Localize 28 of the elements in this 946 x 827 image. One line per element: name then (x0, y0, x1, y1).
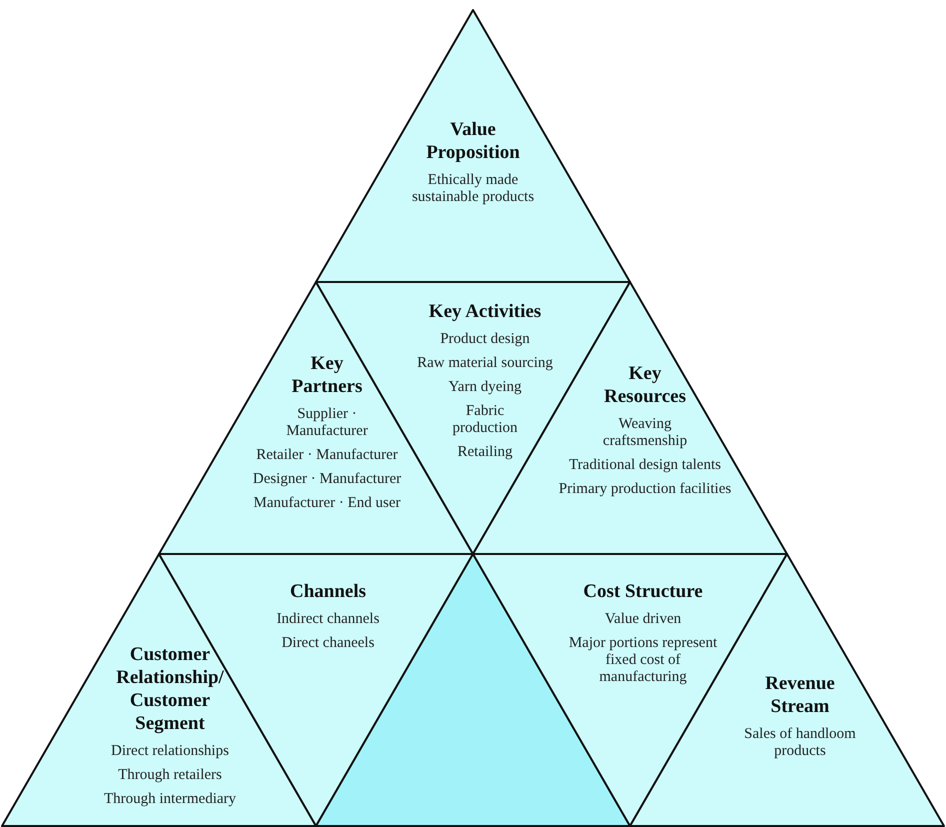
item-text: Direct relationships (110, 743, 230, 760)
heading-text: Value Proposition (425, 118, 521, 164)
item-text: Retailer · Manufacturer (255, 447, 399, 464)
item-text: Through intermediary (102, 791, 238, 808)
item-text: Sales of handloom products (743, 726, 857, 760)
heading-text: Cost Structure (582, 580, 704, 603)
item-text: Ethically made sustainable products (410, 172, 536, 206)
heading-text: Revenue Stream (764, 672, 836, 718)
heading-text: Channels (288, 580, 368, 603)
item-text: Manufacturer · End user (252, 495, 402, 512)
heading-text: Key Activities (428, 300, 542, 323)
item-text: Fabric production (452, 403, 518, 437)
item-text: Primary production facilities (558, 481, 732, 498)
heading-text: Key Partners (290, 352, 364, 398)
item-text: Direct chaneels (280, 635, 376, 652)
item-text: Raw material sourcing (416, 355, 554, 372)
item-text: Indirect channels (276, 611, 380, 628)
item-text: Designer · Manufacturer (252, 471, 402, 488)
item-text: Traditional design talents (568, 457, 722, 474)
item-text: Weaving craftsmenship (602, 416, 688, 450)
item-text: Value driven (604, 611, 682, 628)
item-text: Product design (439, 331, 531, 348)
heading-text: Key Resources (603, 362, 687, 408)
item-text: Yarn dyeing (447, 379, 523, 396)
item-text: Major portions represent fixed cost of manufacturing (568, 635, 718, 686)
item-text: Through retailers (117, 767, 223, 784)
heading-text: Customer Relationship/ Customer Segment (115, 643, 225, 735)
item-text: Supplier · Manufacturer (285, 406, 369, 440)
